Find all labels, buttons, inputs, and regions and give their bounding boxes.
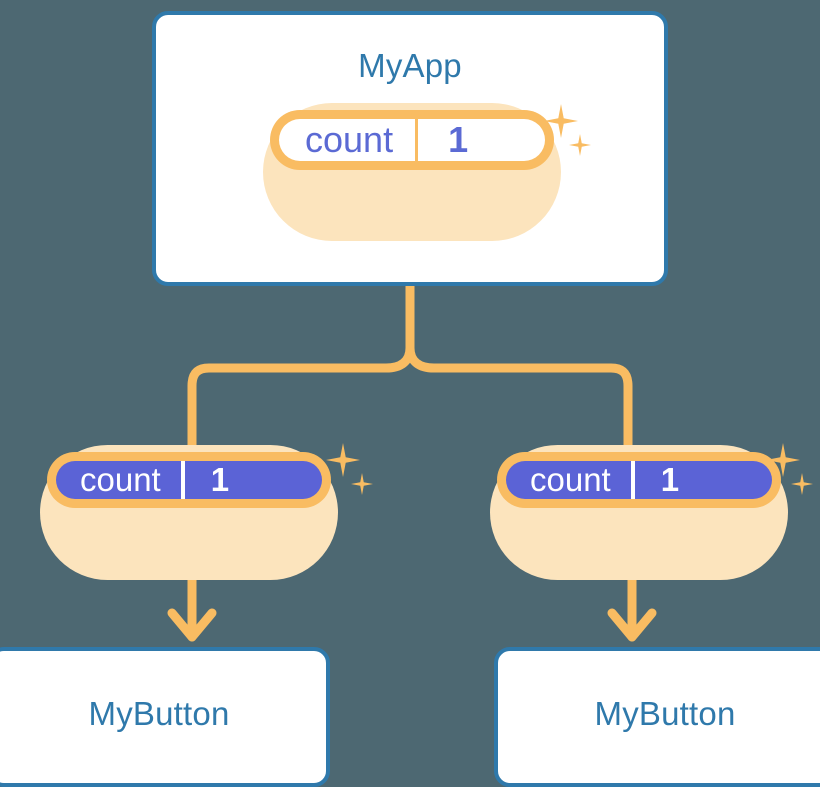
connector-trunk-and-fork	[187, 281, 633, 457]
pill-halo: count 1	[263, 103, 561, 241]
component-card-mybutton-left[interactable]: MyButton	[0, 647, 330, 787]
pill-ring: count 1	[270, 110, 554, 170]
state-key-label: count	[305, 119, 394, 160]
pill-body: count 1	[279, 119, 545, 161]
pill-body: count 1	[506, 461, 772, 499]
arrow-down-right-head	[607, 608, 657, 642]
page-title: MyApp	[358, 47, 462, 84]
component-card-title: MyButton	[594, 695, 736, 732]
state-pill-child-right[interactable]: count 1	[490, 445, 788, 580]
state-pill-child-left[interactable]: count 1	[40, 445, 338, 580]
pill-halo: count 1	[40, 445, 338, 580]
state-value-label: 1	[415, 119, 498, 161]
pill-ring: count 1	[497, 452, 781, 508]
component-card-mybutton-right[interactable]: MyButton	[494, 647, 820, 787]
pill-halo: count 1	[490, 445, 788, 580]
state-value-label: 1	[180, 461, 255, 499]
connector-lines	[167, 281, 657, 642]
pill-ring: count 1	[47, 452, 331, 508]
state-value-label: 1	[630, 461, 705, 499]
state-key-label: count	[80, 461, 161, 498]
state-key-label: count	[530, 461, 611, 498]
component-card-title: MyButton	[88, 695, 230, 732]
pill-body: count 1	[56, 461, 322, 499]
state-pill-root[interactable]: count 1	[263, 103, 561, 241]
diagram-canvas: MyApp count 1 count 1	[0, 11, 820, 787]
arrow-down-left-head	[167, 608, 217, 642]
